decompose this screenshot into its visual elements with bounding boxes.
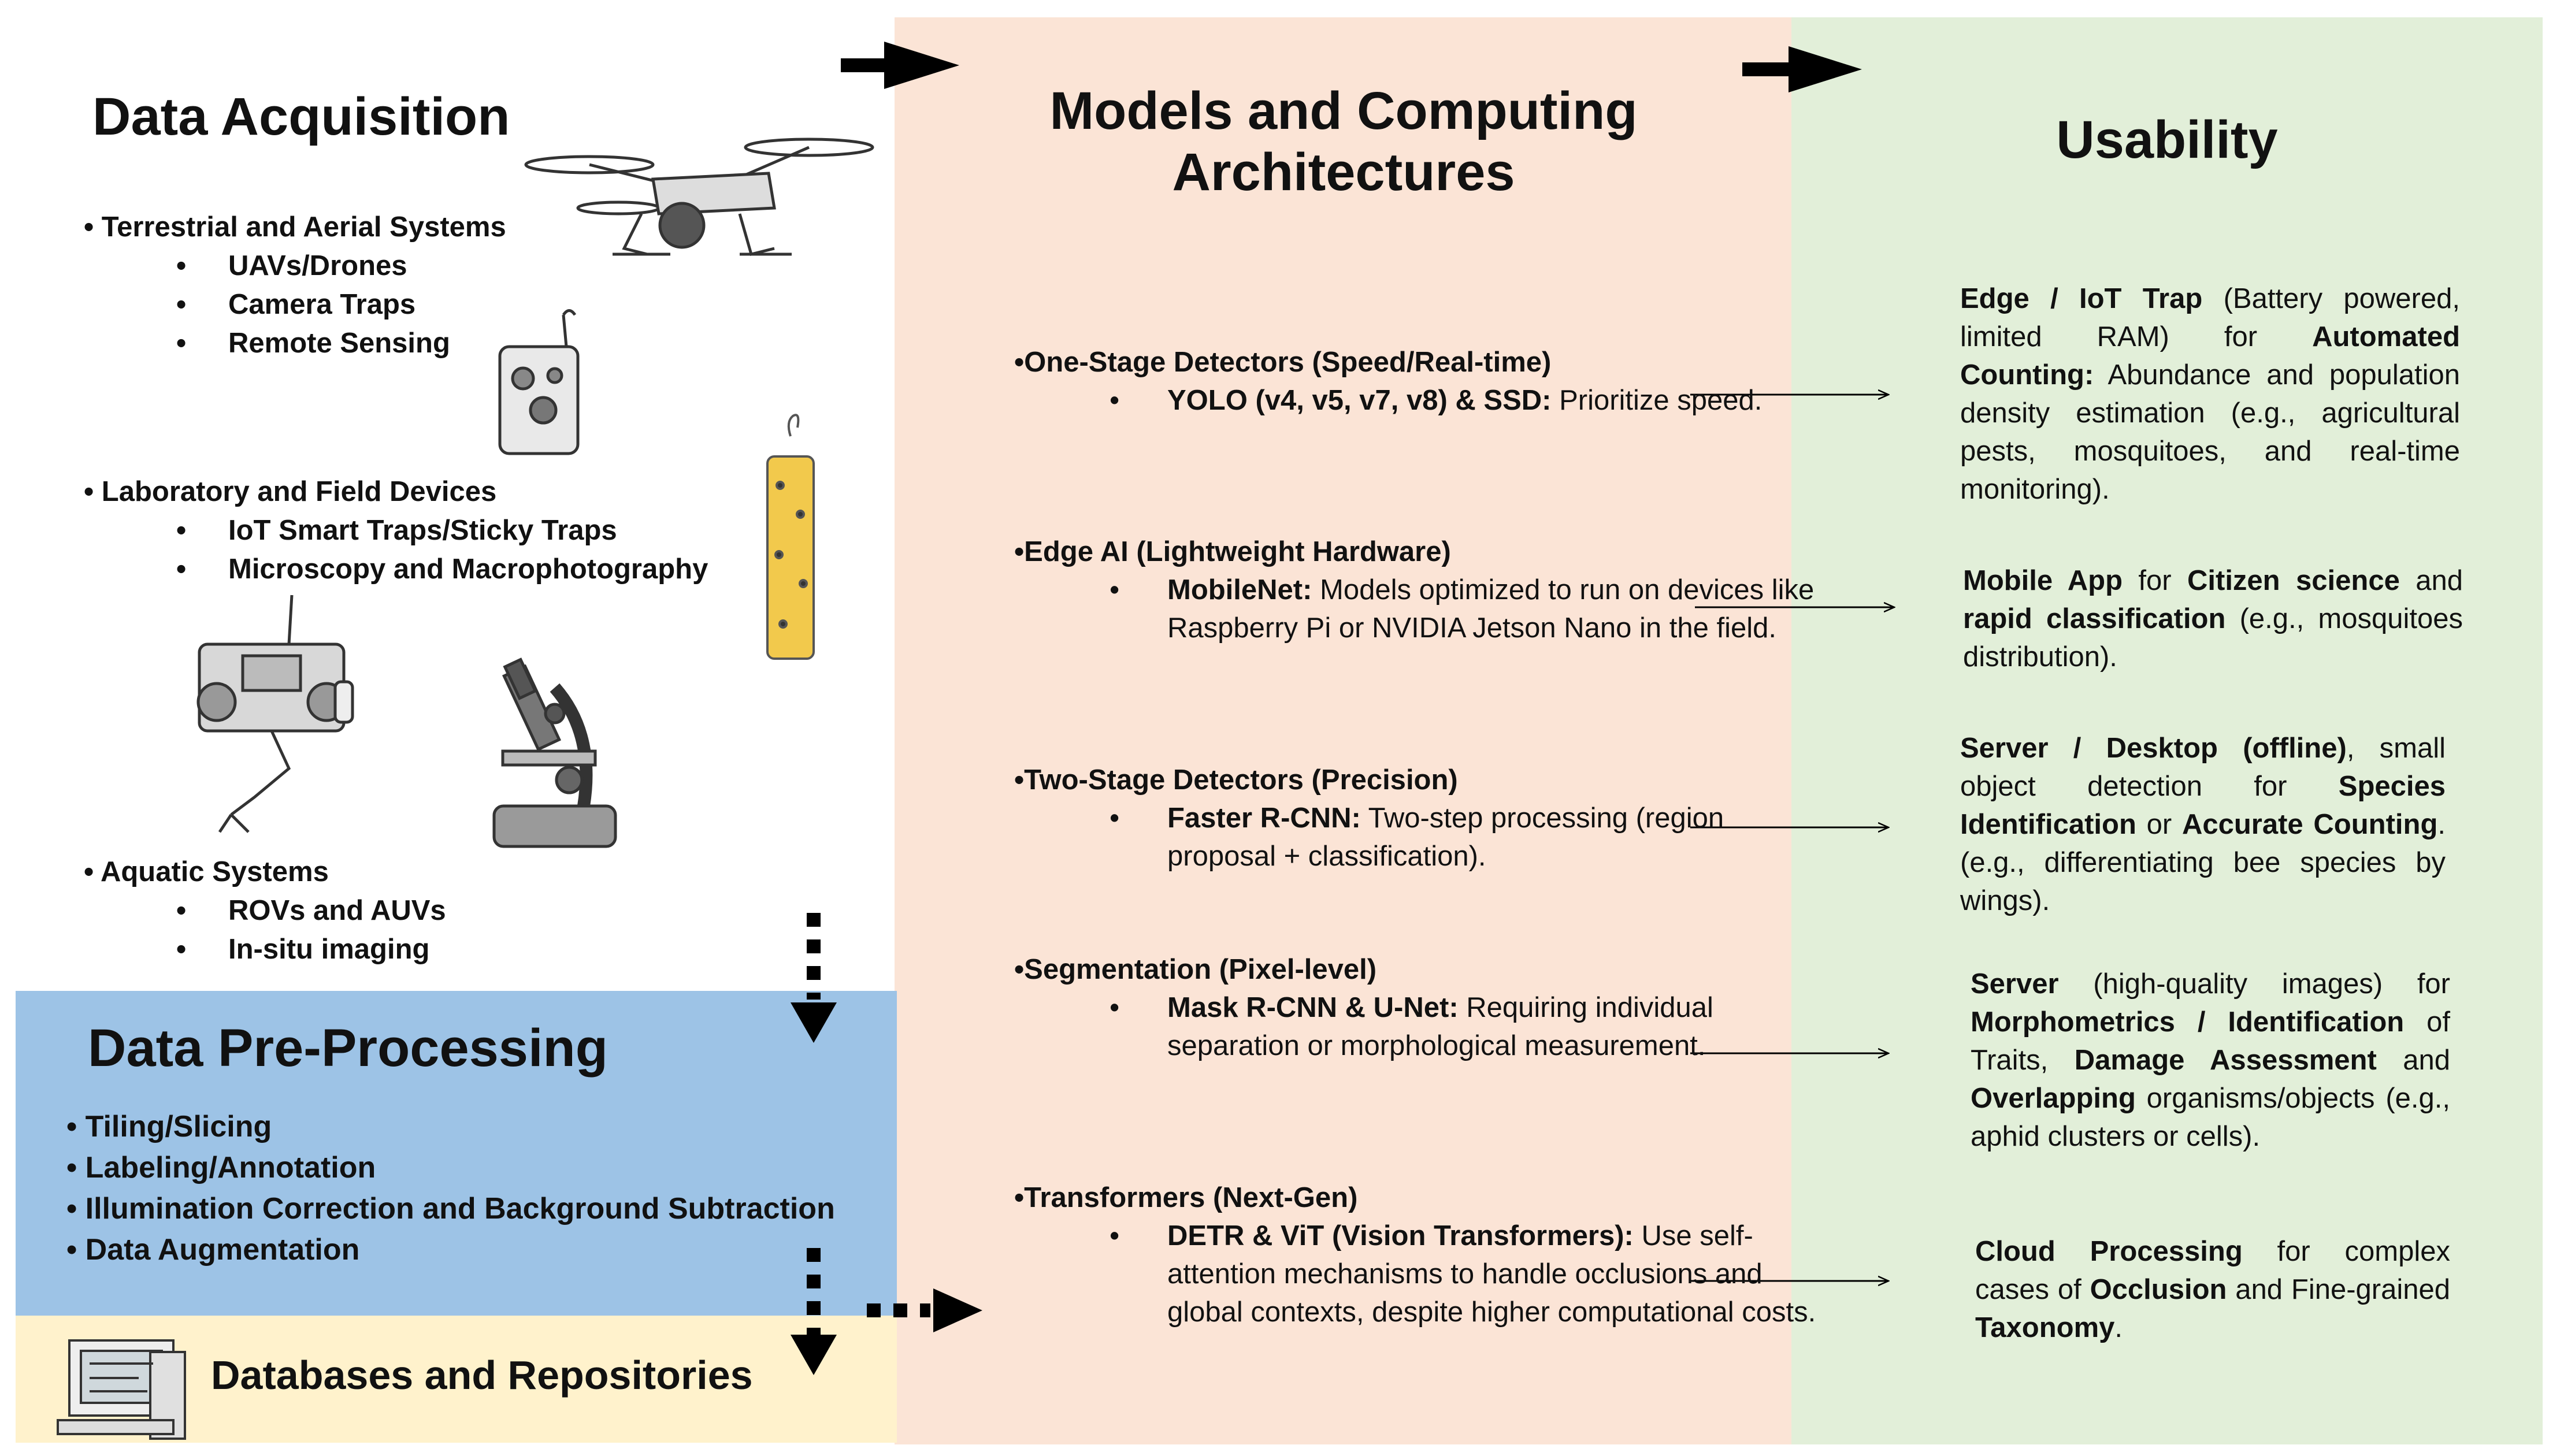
model-description: Prioritize speed. (1551, 385, 1763, 416)
model-description: Use self-attention mechanisms to handle … (1167, 1220, 1816, 1328)
model-description: Requiring individual separation or morph… (1167, 992, 1713, 1061)
dotted-arrow-preprocessing-to-databases (791, 1248, 837, 1375)
databases-title: Databases and Repositories (211, 1353, 753, 1398)
usability-text: and (2399, 565, 2463, 596)
model-name: DETR & ViT (Vision Transformers): (1167, 1220, 1634, 1251)
sticky-trap-illustration (766, 414, 815, 660)
model-heading: Transformers (Next-Gen) (1014, 1179, 1838, 1217)
group-label: Terrestrial and Aerial Systems (84, 208, 506, 247)
drone-illustration (524, 138, 874, 257)
model-name: Mask R-CNN & U-Net: (1167, 992, 1459, 1023)
acquisition-title: Data Acquisition (92, 87, 510, 146)
models-title-line2: Architectures (1172, 142, 1515, 202)
list-item: Data Augmentation (66, 1230, 835, 1271)
usability-entry: Server (high-quality images) for Morphom… (1971, 965, 2450, 1156)
usability-text: organisms/objects (e.g., aphid clusters … (1971, 1083, 2450, 1152)
usability-keyword: Server / Desktop (offline) (1960, 733, 2347, 764)
dotted-arrow-to-models (867, 1288, 982, 1332)
flow-arrow-acquisition-to-models (841, 42, 959, 89)
usability-text: (Battery powered, limited RAM) for (1960, 283, 2460, 352)
list-item: In-situ imaging (84, 930, 446, 969)
list-item: Camera Traps (84, 285, 506, 324)
model-entry-two-stage: Two-Stage Detectors (Precision) Faster R… (1014, 761, 1838, 875)
acquisition-group-aquatic: Aquatic Systems ROVs and AUVs In-situ im… (84, 853, 446, 969)
usability-keyword: Edge / IoT Trap (1960, 283, 2203, 314)
usability-text: , small object detection for (1960, 733, 2446, 802)
model-entry-segmentation: Segmentation (Pixel-level) Mask R-CNN & … (1014, 950, 1838, 1065)
usability-keyword: Occlusion (2090, 1274, 2227, 1305)
usability-entry: Edge / IoT Trap (Battery powered, limite… (1960, 280, 2460, 508)
usability-text: and (2376, 1045, 2450, 1076)
usability-keyword: Accurate Counting (2181, 809, 2438, 840)
model-heading: Two-Stage Detectors (Precision) (1014, 761, 1838, 799)
rov-illustration (196, 595, 354, 833)
usability-title: Usability (2056, 110, 2278, 169)
group-label: Aquatic Systems (84, 853, 446, 892)
preprocessing-title: Data Pre-Processing (88, 1019, 608, 1078)
usability-text: . (2114, 1312, 2123, 1343)
list-item: Remote Sensing (84, 324, 506, 363)
usability-column-bg (1791, 17, 2543, 1444)
computer-illustration (57, 1339, 186, 1440)
model-description: Models optimized to run on devices like … (1167, 574, 1815, 644)
group-label: Laboratory and Field Devices (84, 473, 708, 511)
model-description: Two-step processing (region proposal + c… (1167, 803, 1724, 872)
model-entry-transformers: Transformers (Next-Gen) DETR & ViT (Visi… (1014, 1179, 1838, 1331)
flow-arrow-models-to-usability (1742, 46, 1862, 92)
model-name: MobileNet: (1167, 574, 1312, 606)
list-item: IoT Smart Traps/Sticky Traps (84, 511, 708, 550)
model-name: YOLO (v4, v5, v7, v8) & SSD: (1167, 385, 1552, 416)
usability-text: for complex cases of (1975, 1236, 2450, 1305)
usability-keyword: Overlapping (1971, 1083, 2136, 1114)
microscope-illustration (492, 658, 617, 848)
dotted-arrow-acquisition-to-preprocessing (791, 913, 837, 1043)
models-title-line1: Models and Computing (1049, 81, 1638, 140)
usability-text: and Fine-grained (2227, 1274, 2450, 1305)
model-heading: One-Stage Detectors (Speed/Real-time) (1014, 343, 1838, 381)
list-item: ROVs and AUVs (84, 892, 446, 930)
usability-text: Abundance and population density estimat… (1960, 359, 2460, 505)
preprocessing-list: Tiling/Slicing Labeling/Annotation Illum… (66, 1106, 835, 1271)
usability-keyword: Damage Assessment (2074, 1045, 2377, 1076)
usability-text: or (2136, 809, 2182, 840)
model-name: Faster R-CNN: (1167, 803, 1361, 834)
acquisition-group-laboratory: Laboratory and Field Devices IoT Smart T… (84, 473, 708, 589)
usability-entry: Mobile App for Citizen science and rapid… (1963, 562, 2463, 676)
model-entry-one-stage: One-Stage Detectors (Speed/Real-time) YO… (1014, 343, 1838, 419)
list-item: Tiling/Slicing (66, 1106, 835, 1147)
usability-text: . (e.g., differentiating bee species by … (1960, 809, 2446, 916)
usability-text: (e.g., mosquitoes distribution). (1963, 603, 2463, 673)
model-heading: Edge AI (Lightweight Hardware) (1014, 533, 1838, 571)
usability-keyword: rapid classification (1963, 603, 2226, 634)
usability-keyword: Taxonomy (1975, 1312, 2115, 1343)
list-item: Illumination Correction and Background S… (66, 1188, 835, 1230)
list-item: UAVs/Drones (84, 247, 506, 285)
usability-keyword: Morphometrics / Identification (1971, 1006, 2405, 1038)
usability-keyword: Server (1971, 968, 2059, 1000)
usability-keyword: Citizen science (2187, 565, 2400, 596)
acquisition-group-terrestrial: Terrestrial and Aerial Systems UAVs/Dron… (84, 208, 506, 363)
model-heading: Segmentation (Pixel-level) (1014, 950, 1838, 989)
usability-entry: Cloud Processing for complex cases of Oc… (1975, 1232, 2450, 1347)
camera-trap-illustration (498, 309, 580, 455)
list-item: Microscopy and Macrophotography (84, 550, 708, 589)
usability-keyword: Automated Counting: (1960, 321, 2460, 391)
usability-entry: Server / Desktop (offline), small object… (1960, 729, 2446, 920)
usability-text: of Traits, (1971, 1006, 2450, 1076)
usability-text: for (2123, 565, 2187, 596)
usability-text: (high-quality images) for (2058, 968, 2450, 1000)
models-title: Models and Computing Architectures (901, 81, 1786, 203)
usability-keyword: Species Identification (1960, 771, 2446, 840)
list-item: Labeling/Annotation (66, 1147, 835, 1188)
usability-keyword: Cloud Processing (1975, 1236, 2243, 1267)
usability-keyword: Mobile App (1963, 565, 2123, 596)
model-entry-edge-ai: Edge AI (Lightweight Hardware) MobileNet… (1014, 533, 1838, 647)
